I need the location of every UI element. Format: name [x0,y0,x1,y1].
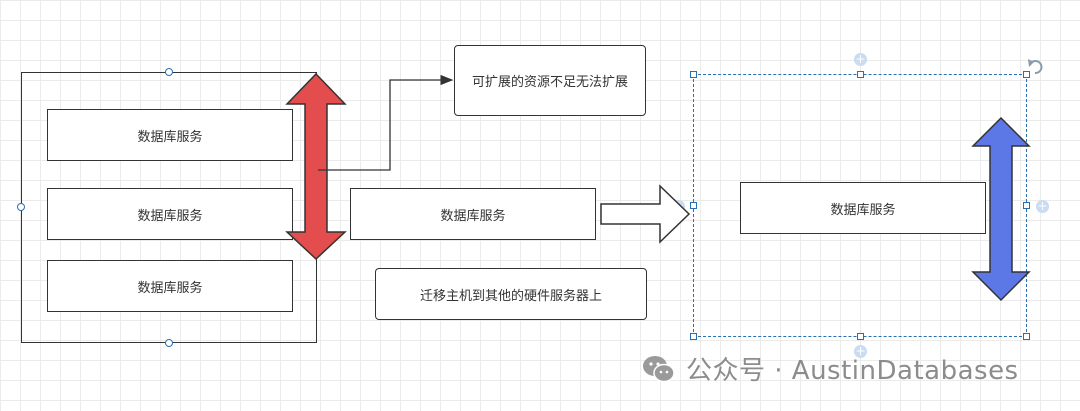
connector-to-resource-note[interactable] [318,74,454,171]
rotate-arrowhead [1028,59,1034,67]
resize-handle-top-left[interactable] [690,71,697,78]
resource-note-box[interactable]: 可扩展的资源不足无法扩展 [454,45,646,116]
resize-handle-bottom[interactable] [857,333,864,340]
service-label: 数据库服务 [137,208,203,224]
left-service-box-1[interactable]: 数据库服务 [47,109,293,161]
migrate-note-label: 迁移主机到其他的硬件服务器上 [419,288,602,304]
service-label: 数据库服务 [137,280,203,296]
red-double-arrow[interactable] [285,72,347,261]
middle-service-box[interactable]: 数据库服务 [350,188,596,240]
migrate-note-box[interactable]: 迁移主机到其他的硬件服务器上 [375,268,647,320]
rotate-icon[interactable] [1030,60,1043,74]
wechat-icon [643,355,675,382]
left-container-top-handle[interactable] [165,68,173,76]
watermark-text: 公众号 · AustinDatabases [686,356,1019,386]
service-label: 数据库服务 [137,129,203,145]
service-label: 数据库服务 [440,208,506,224]
resize-handle-top[interactable] [857,71,864,78]
migrate-block-arrow[interactable] [600,184,691,244]
watermark: 公众号 · AustinDatabases [642,350,1019,387]
resize-handle-bottom-right[interactable] [1023,333,1030,340]
blue-double-arrow[interactable] [971,116,1031,302]
resize-handle-bottom-left[interactable] [690,333,697,340]
left-service-box-3[interactable]: 数据库服务 [47,260,293,312]
resize-handle-right[interactable] [1023,202,1030,209]
left-service-box-2[interactable]: 数据库服务 [47,188,293,240]
right-service-box[interactable]: 数据库服务 [740,182,986,234]
left-container-left-handle[interactable] [17,203,25,211]
add-connection-right-icon[interactable]: + [1036,199,1049,213]
resize-handle-top-right[interactable] [1023,71,1030,78]
resize-handle-left[interactable] [690,202,697,209]
add-connection-top-icon[interactable]: + [854,52,867,66]
left-container-bottom-handle[interactable] [165,339,173,347]
add-connection-bottom-icon[interactable]: + [854,344,867,358]
resource-note-label: 可扩展的资源不足无法扩展 [471,75,628,90]
service-label: 数据库服务 [830,202,896,218]
